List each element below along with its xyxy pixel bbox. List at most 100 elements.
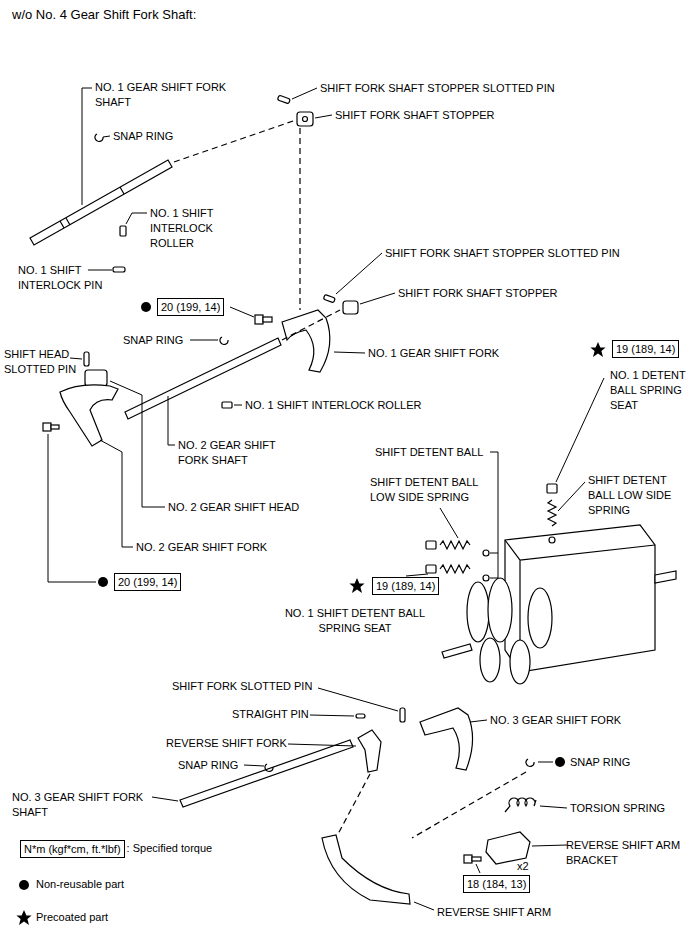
shaft-stopper	[297, 112, 313, 126]
torque-box: 18 (184, 13)	[463, 875, 530, 893]
slotted-pin	[84, 352, 89, 366]
part-label: NO. 1 SHIFT DETENT BALL SPRING SEAT	[280, 606, 430, 636]
leader-line	[470, 720, 487, 722]
leader-line	[190, 340, 218, 341]
non-reusable-mark	[19, 880, 29, 890]
part-label: SHIFT HEAD SLOTTED PIN	[4, 347, 86, 377]
slotted-pin	[400, 708, 405, 722]
bolt-head	[464, 855, 472, 863]
part-label: NO. 1 DETENT BALL SPRING SEAT	[610, 368, 686, 413]
gear	[467, 582, 489, 642]
detent-spring	[440, 565, 470, 573]
bolt-shank	[263, 317, 272, 322]
part-label: NO. 2 GEAR SHIFT HEAD	[168, 500, 299, 515]
snap-ring	[95, 134, 103, 141]
snap-ring	[220, 337, 228, 344]
leader-lines	[48, 88, 604, 910]
part-label: NO. 1 GEAR SHIFT FORK	[368, 346, 499, 361]
diagram-title: w/o No. 4 Gear Shift Fork Shaft:	[12, 7, 196, 22]
part-label: SHIFT DETENT BALL LOW SIDE SPRING	[370, 475, 495, 505]
gear-shift-fork	[420, 708, 473, 770]
part-label: REVERSE SHIFT FORK	[166, 736, 287, 751]
precoated-star	[349, 578, 364, 593]
gear	[488, 578, 512, 642]
bolt-head	[43, 423, 51, 431]
leader-line	[360, 293, 395, 304]
leader-line	[310, 715, 354, 716]
slotted-pin	[323, 294, 335, 302]
part-label: NO. 3 GEAR SHIFT FORK	[490, 713, 621, 728]
torque-box: 20 (199, 14)	[114, 573, 181, 591]
part-label: TORSION SPRING	[570, 801, 665, 816]
torque-value: 19 (189, 14)	[616, 342, 675, 356]
leader-line	[336, 253, 382, 294]
detent-spring	[440, 541, 470, 549]
leader-line	[100, 440, 133, 547]
leader-line	[103, 136, 110, 137]
leader-line	[168, 396, 175, 445]
leader-line	[318, 688, 398, 711]
dashed-axis	[338, 772, 526, 838]
gear-shift-fork	[60, 385, 118, 446]
torque-value: N*m (kgf*cm, ft.*lbf)	[24, 842, 121, 856]
precoated-star	[16, 910, 31, 925]
legend-text: : Specified torque	[127, 841, 213, 856]
leader-line	[315, 115, 332, 118]
leader-line	[288, 744, 356, 746]
reverse-shift-arm	[322, 835, 410, 904]
torque-box: 19 (189, 14)	[372, 577, 439, 595]
detent-spring	[548, 500, 556, 526]
part-label: SHIFT FORK SHAFT STOPPER	[398, 286, 558, 301]
part-label: NO. 1 SHIFT INTERLOCK PIN	[18, 263, 108, 293]
torque-box: 20 (199, 14)	[157, 298, 224, 316]
snap-ring	[526, 759, 534, 766]
non-reusable-mark	[98, 577, 108, 587]
dashed-axis	[299, 128, 300, 310]
dashed-axis	[174, 120, 296, 162]
torque-box: 19 (189, 14)	[612, 340, 679, 358]
leader-line	[538, 762, 553, 763]
straight-pin	[356, 714, 365, 718]
symbols	[16, 302, 605, 925]
non-reusable-mark	[555, 757, 565, 767]
shaft-stopper	[343, 301, 358, 314]
part-label: SHIFT DETENT BALL	[375, 445, 483, 460]
torque-value: 20 (199, 14)	[161, 300, 220, 314]
part-label: NO. 1 SHIFT INTERLOCK ROLLER	[150, 206, 245, 251]
precoated-star	[590, 342, 605, 357]
part-label: NO. 1 GEAR SHIFT FORK SHAFT	[95, 80, 255, 110]
part-label: NO. 2 GEAR SHIFT FORK	[136, 540, 267, 555]
shaft-groove	[60, 187, 124, 228]
leader-line	[556, 378, 604, 482]
non-reusable-mark	[141, 302, 151, 312]
part-label: NO. 1 SHIFT INTERLOCK ROLLER	[245, 398, 421, 413]
fork-shaft	[180, 740, 353, 807]
arm-bracket	[486, 832, 530, 864]
part-label: SNAP RING	[178, 758, 238, 773]
torque-value: 18 (184, 13)	[467, 877, 526, 891]
detent-ball	[483, 550, 489, 556]
leader-line	[70, 358, 82, 359]
part-label: REVERSE SHIFT ARM	[437, 905, 551, 920]
snap-ring	[265, 764, 273, 771]
interlock-pin	[113, 267, 125, 272]
reverse-shift-fork	[358, 730, 381, 772]
leader-line	[244, 765, 264, 766]
part-label: SNAP RING	[570, 755, 630, 770]
leader-line	[540, 806, 567, 808]
interlock-roller	[120, 226, 126, 236]
part-label: SHIFT FORK SHAFT STOPPER SLOTTED PIN	[320, 81, 555, 96]
leader-line	[110, 381, 165, 507]
leader-line	[334, 352, 365, 353]
spring-seat	[426, 565, 436, 573]
interlock-roller	[222, 402, 232, 408]
leader-line	[234, 405, 242, 406]
bolt-shank	[472, 857, 481, 861]
leader-line	[406, 574, 428, 576]
part-label: STRAIGHT PIN	[232, 707, 309, 722]
part-label: NO. 3 GEAR SHIFT FORK SHAFT	[12, 790, 162, 820]
part-label: SNAP RING	[113, 129, 173, 144]
parts	[30, 95, 676, 904]
leader-line	[414, 902, 434, 910]
gear	[528, 588, 552, 648]
